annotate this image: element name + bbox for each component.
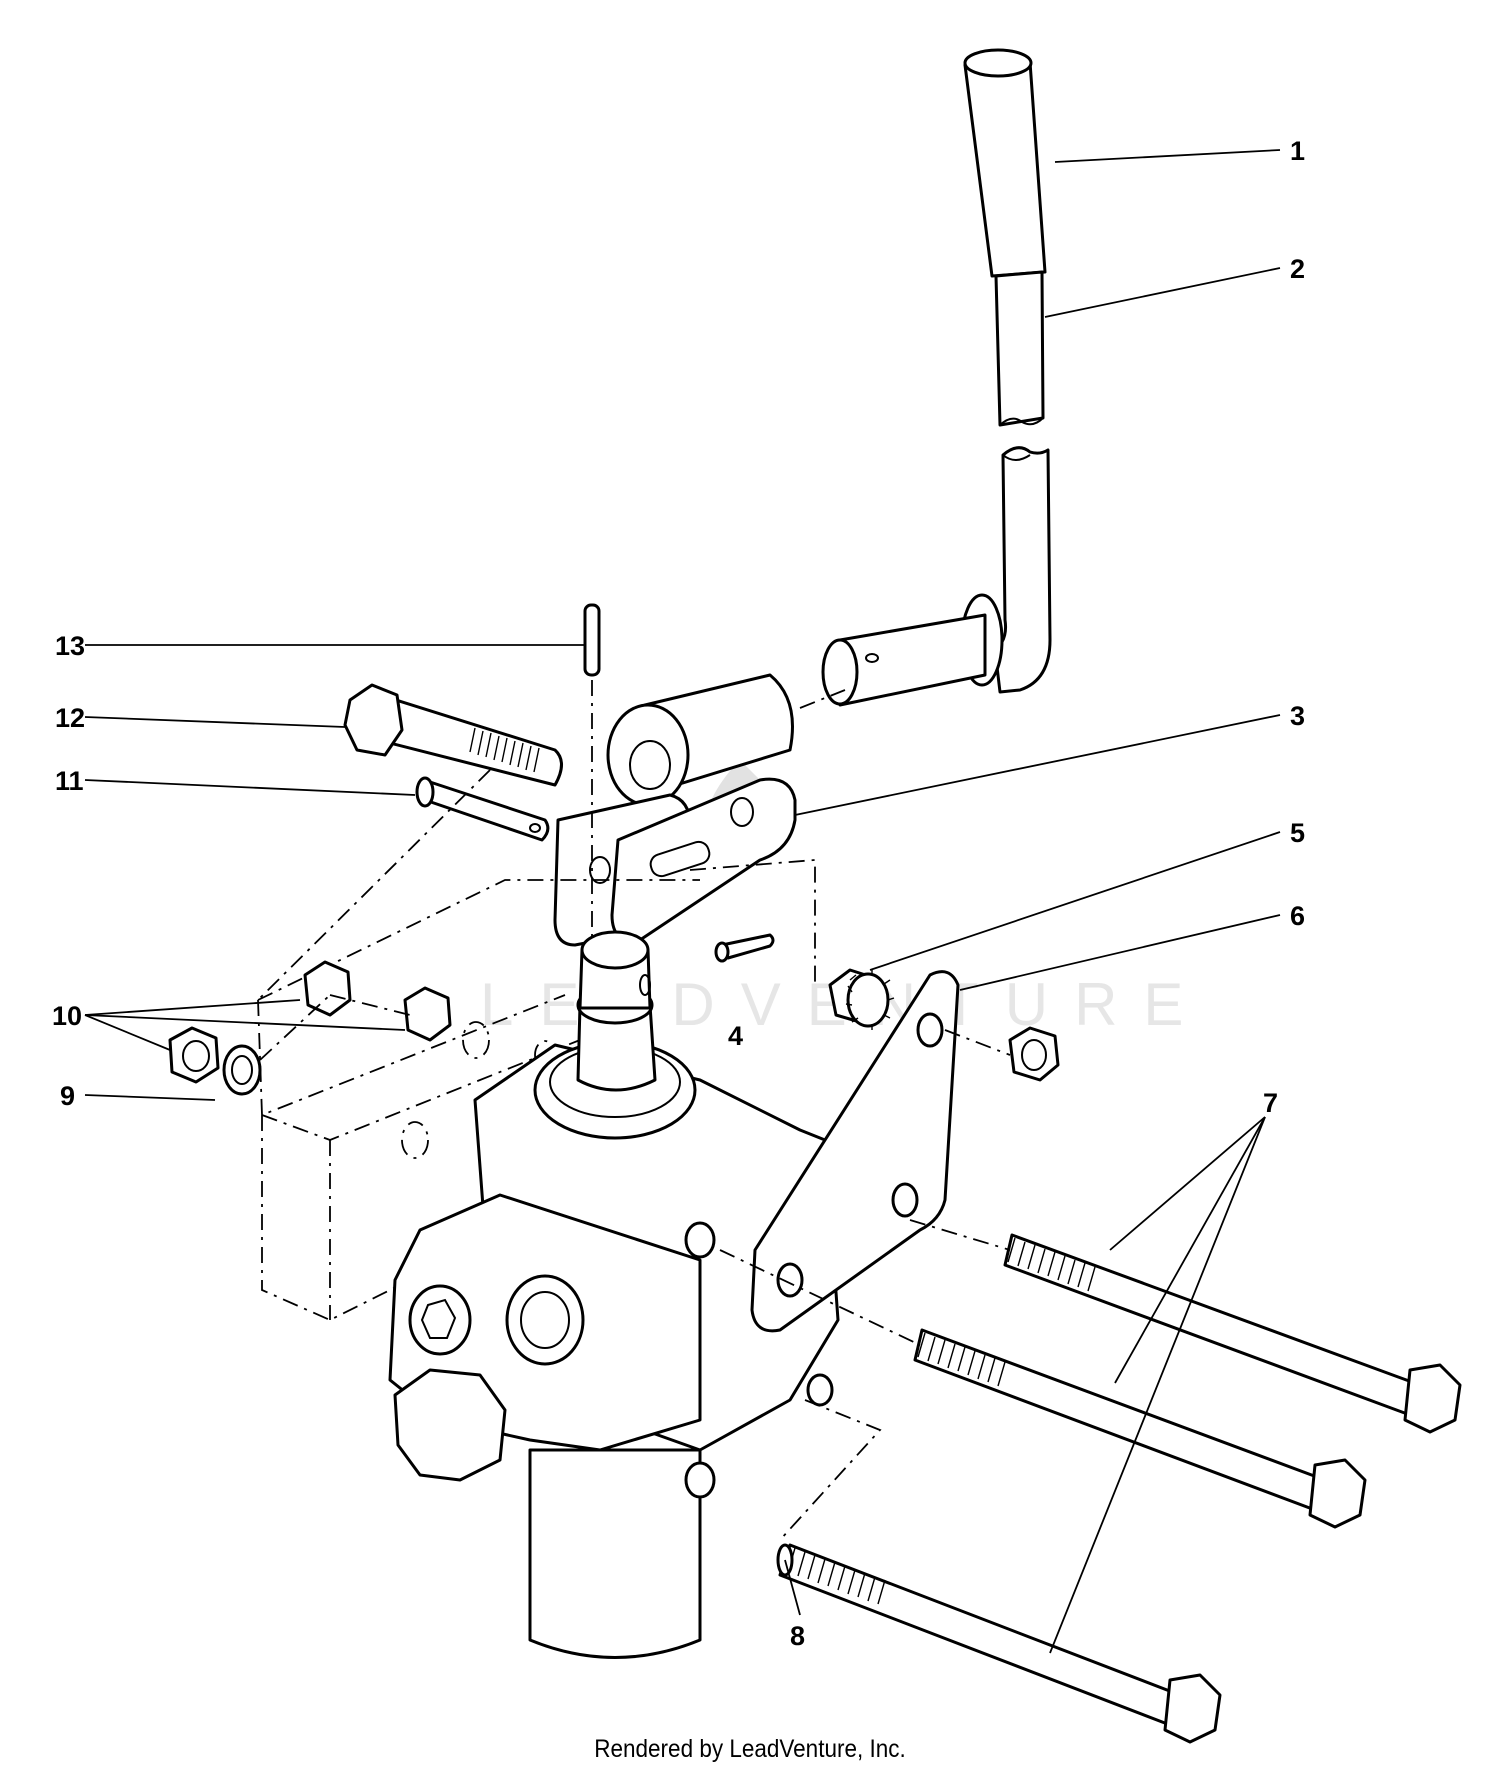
- bushing: [606, 673, 794, 807]
- handle-lever: [821, 48, 1052, 707]
- render-credit: Rendered by LeadVenture, Inc.: [594, 1735, 906, 1763]
- lock-nut-5: [828, 968, 1060, 1082]
- bracket-6: [750, 970, 960, 1333]
- callout-7: 7: [1263, 1088, 1278, 1118]
- callout-3: 3: [1290, 701, 1305, 731]
- callout-12: 12: [55, 703, 85, 733]
- bolt-12: [343, 683, 563, 787]
- lock-washer-9: [222, 1044, 262, 1096]
- mounting-channel: [257, 769, 700, 1321]
- callout-8: 8: [790, 1621, 805, 1651]
- callout-2: 2: [1290, 254, 1305, 284]
- cotter-pin-4: [714, 933, 775, 963]
- leader-lines: [84, 149, 1281, 1654]
- callout-1: 1: [1290, 136, 1305, 166]
- valve-body: [388, 930, 840, 1659]
- nuts-10: [168, 960, 452, 1084]
- callout-4: 4: [728, 1021, 743, 1051]
- callout-13: 13: [55, 631, 85, 661]
- clevis-plates: [553, 777, 797, 947]
- callout-6: 6: [1290, 901, 1305, 931]
- callout-10: 10: [52, 1001, 82, 1031]
- callout-5: 5: [1290, 818, 1305, 848]
- callout-labels: 1 2 3 4 5 6 7 8 9 10 11 12 13: [52, 136, 1305, 1651]
- alignment-lines: [259, 689, 1011, 1541]
- bolts-7: [776, 1233, 1462, 1744]
- clevis-pin-11: [415, 776, 550, 842]
- callout-9: 9: [60, 1081, 75, 1111]
- callout-11: 11: [55, 766, 84, 796]
